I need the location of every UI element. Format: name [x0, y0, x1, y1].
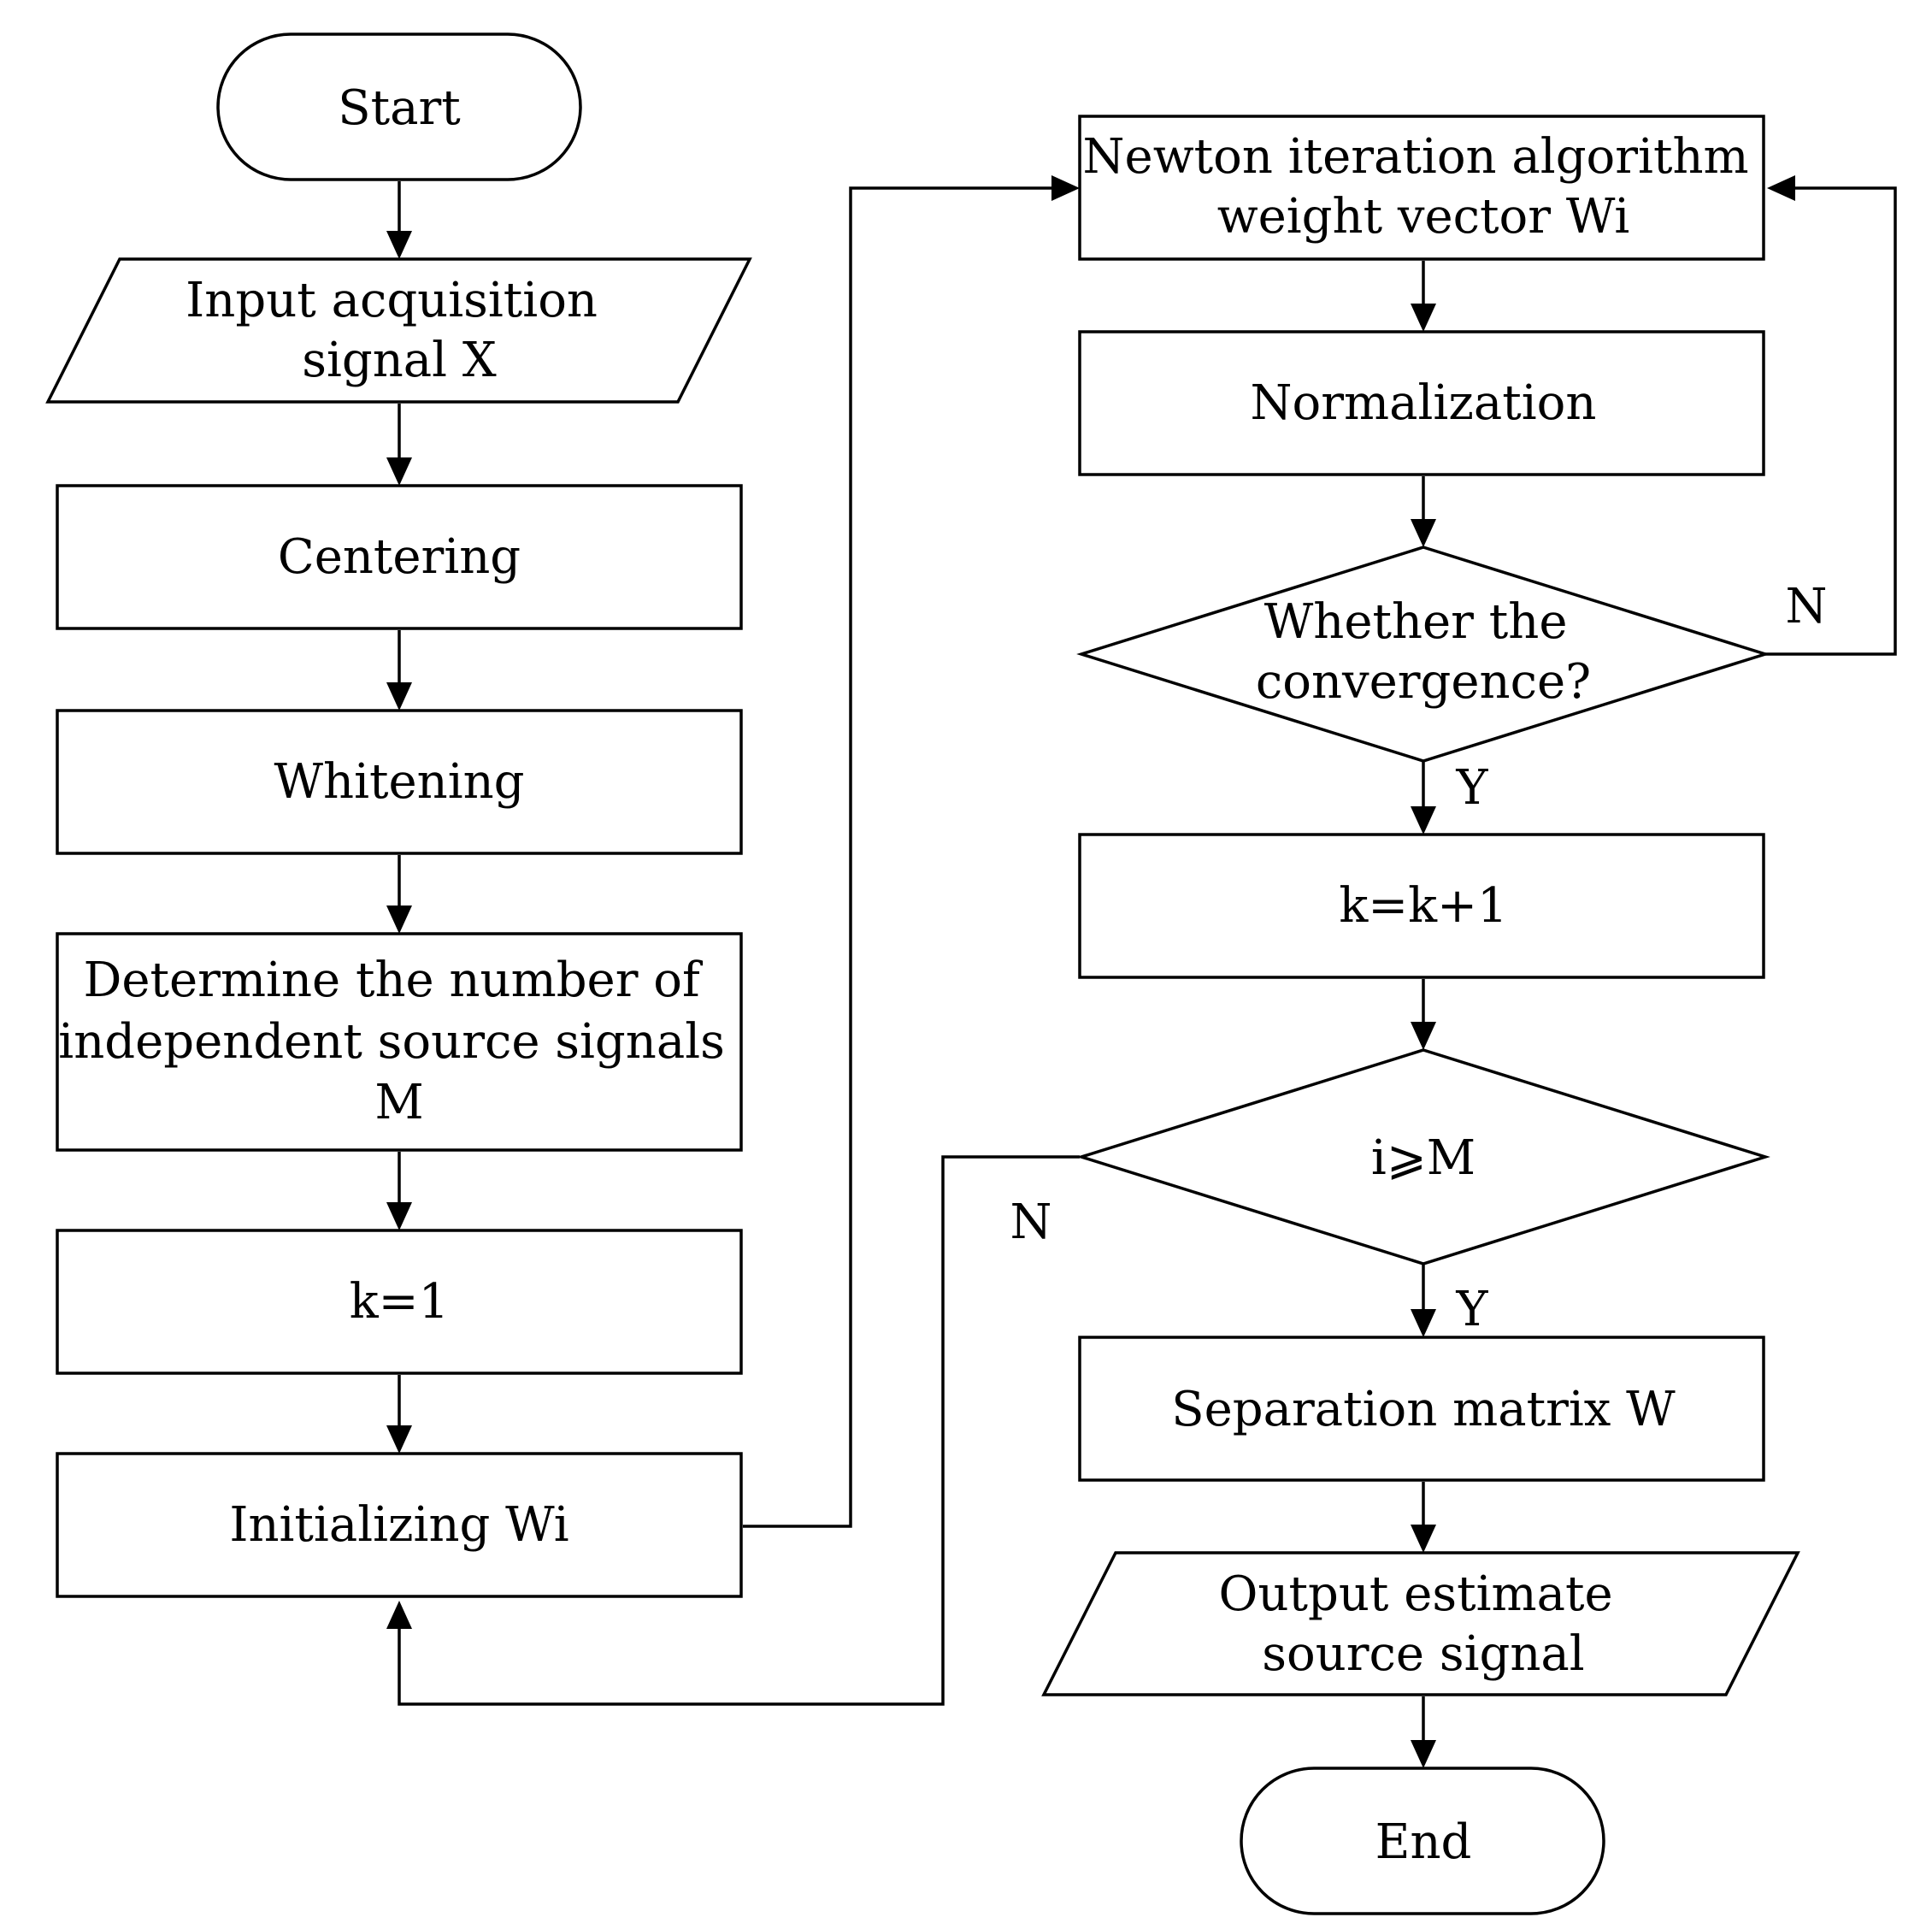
compare-yes-label: Y: [1456, 1282, 1489, 1337]
end-label-line: End: [1375, 1814, 1472, 1870]
arrowhead-input: [386, 231, 412, 259]
node-labels: Start Input acquisition signal X Centeri…: [58, 80, 1764, 1870]
newton-label-line-2: weight vector Wi: [1217, 189, 1630, 245]
edge-initwi-newton: [743, 186, 1056, 1528]
input-label-line-1: Input acquisition: [186, 273, 598, 328]
output-label-line-2: source signal: [1262, 1626, 1584, 1682]
convergence-yes-label: Y: [1456, 760, 1489, 816]
determine-label-line-1: Determine the number of: [83, 953, 703, 1008]
start-label: Start: [338, 80, 461, 136]
start-label-line: Start: [338, 80, 461, 136]
init-wi-box: [56, 1452, 743, 1598]
arrowhead-kinit: [386, 1202, 412, 1230]
k-init-label-line: k=1: [350, 1274, 449, 1330]
separation-label: Separation matrix W: [1171, 1382, 1676, 1437]
arrowhead-normalization: [1411, 304, 1436, 332]
determine-box: [56, 932, 743, 1152]
convergence-decision: [1076, 546, 1770, 763]
convergence-label: Whether the convergence?: [1256, 594, 1591, 710]
newton-box: [1078, 115, 1765, 261]
convergence-label-line-2: convergence?: [1256, 654, 1591, 710]
init-wi-label-line: Initializing Wi: [229, 1497, 568, 1553]
edge-convergence-no-loop: [1765, 186, 1897, 656]
input-label-line-2: signal X: [302, 333, 497, 388]
arrowhead-separation: [1411, 1309, 1436, 1337]
nodes: [45, 32, 1800, 1915]
normalization-box: [1078, 330, 1765, 476]
arrowhead-whitening: [386, 682, 412, 711]
arrowhead-end: [1411, 1740, 1436, 1768]
whitening-label: Whitening: [274, 754, 524, 810]
k-init-box: [56, 1229, 743, 1375]
output-label-line-1: Output estimate: [1219, 1566, 1613, 1622]
arrowhead-kinc: [1411, 806, 1436, 835]
connectors: [386, 175, 1897, 1768]
output-parallelogram: [1041, 1551, 1800, 1696]
edge-compare-no-loop: [398, 1155, 1080, 1706]
k-inc-label-line: k=k+1: [1339, 878, 1507, 934]
output-label: Output estimate source signal: [1219, 1566, 1629, 1682]
compare-label-line: i⩾M: [1371, 1130, 1476, 1186]
arrowhead-centering: [386, 457, 412, 486]
arrowhead-initwi-loop: [386, 1601, 412, 1629]
compare-decision: [1076, 1048, 1770, 1265]
arrowhead-compare: [1411, 1022, 1436, 1050]
determine-label-line-2: independent source signals: [58, 1014, 725, 1070]
normalization-label: Normalization: [1251, 375, 1597, 431]
separation-box: [1078, 1336, 1765, 1482]
centering-label: Centering: [278, 529, 521, 585]
arrowhead-output: [1411, 1525, 1436, 1553]
input-label: Input acquisition signal X: [186, 273, 613, 388]
init-wi-label: Initializing Wi: [229, 1497, 568, 1553]
end-label: End: [1375, 1814, 1472, 1870]
arrowhead-newton-loop: [1767, 175, 1795, 201]
centering-label-line: Centering: [278, 529, 521, 585]
newton-label-line-1: Newton iteration algorithm: [1083, 129, 1749, 185]
whitening-label-line: Whitening: [274, 754, 524, 810]
input-parallelogram: [45, 257, 752, 404]
centering-box: [56, 484, 743, 630]
arrowhead-initwi: [386, 1425, 412, 1454]
k-inc-box: [1078, 833, 1765, 979]
convergence-no-label: N: [1786, 579, 1828, 634]
arrowhead-determine: [386, 906, 412, 934]
compare-no-label: N: [1010, 1195, 1052, 1250]
compare-label: i⩾M: [1371, 1130, 1476, 1186]
newton-label: Newton iteration algorithm weight vector…: [1083, 129, 1764, 245]
separation-label-line: Separation matrix W: [1171, 1382, 1676, 1437]
arrowhead-convergence: [1411, 519, 1436, 547]
arrowhead-newton: [1051, 175, 1080, 201]
end-terminator: [1240, 1767, 1605, 1915]
edge-labels: N Y N Y: [1010, 579, 1828, 1337]
start-terminator: [216, 32, 582, 181]
normalization-label-line: Normalization: [1251, 375, 1597, 431]
k-inc-label: k=k+1: [1339, 878, 1507, 934]
k-init-label: k=1: [350, 1274, 449, 1330]
determine-label: Determine the number of independent sour…: [58, 953, 739, 1130]
convergence-label-line-1: Whether the: [1264, 594, 1568, 650]
whitening-box: [56, 709, 743, 855]
determine-label-line-3: M: [374, 1075, 423, 1130]
